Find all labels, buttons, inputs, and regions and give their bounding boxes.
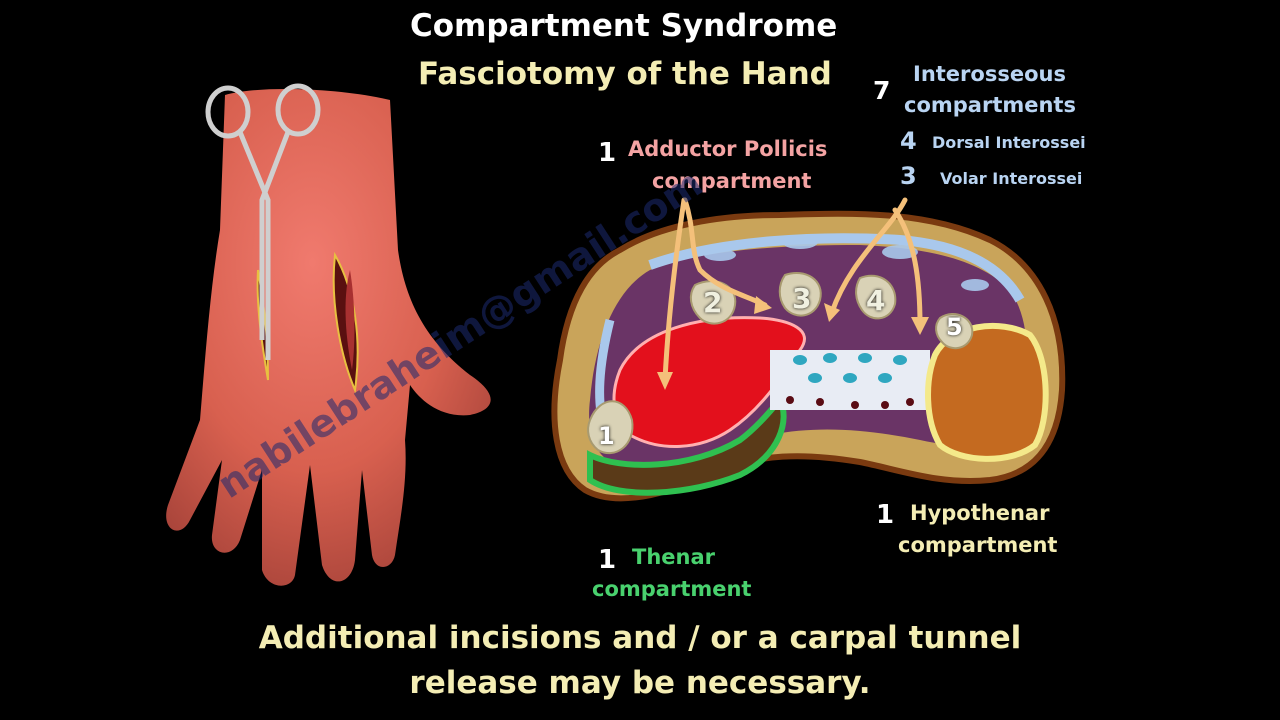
interosseous-label-line2: compartments <box>904 93 1076 117</box>
hand-cross-section <box>551 210 1066 502</box>
volar-interossei-label: Volar Interossei <box>940 169 1083 188</box>
adductor-label-line2: compartment <box>652 169 812 193</box>
forceps-icon <box>205 83 321 360</box>
slide-title: Compartment Syndrome <box>410 8 838 44</box>
volar-count: 3 <box>900 162 917 190</box>
marker-4: 4 <box>866 284 886 317</box>
marker-2: 2 <box>703 286 723 319</box>
thenar-count: 1 <box>598 545 617 575</box>
dorsal-interossei-label: Dorsal Interossei <box>932 133 1086 152</box>
adductor-label-line1: Adductor Pollicis <box>628 137 828 161</box>
thenar-label-line2: compartment <box>592 577 752 601</box>
hypothenar-count: 1 <box>876 500 895 530</box>
interosseous-count: 7 <box>873 76 891 105</box>
hypothenar-label-line2: compartment <box>898 533 1058 557</box>
slide-subtitle: Fasciotomy of the Hand <box>418 56 832 92</box>
arrow-heads <box>657 296 929 390</box>
caption-line2: release may be necessary. <box>409 665 871 701</box>
dorsal-count: 4 <box>900 127 917 155</box>
interosseous-label-line1: Interosseous <box>913 62 1066 86</box>
marker-3: 3 <box>792 282 812 315</box>
hypothenar-label-line1: Hypothenar <box>910 501 1050 525</box>
arrows <box>662 197 923 383</box>
marker-1: 1 <box>598 422 615 450</box>
thenar-label-line1: Thenar <box>632 545 715 569</box>
adductor-count: 1 <box>598 138 617 168</box>
hypothenar-muscle <box>925 322 1049 462</box>
marker-5: 5 <box>946 313 963 341</box>
caption-line1: Additional incisions and / or a carpal t… <box>258 620 1022 656</box>
